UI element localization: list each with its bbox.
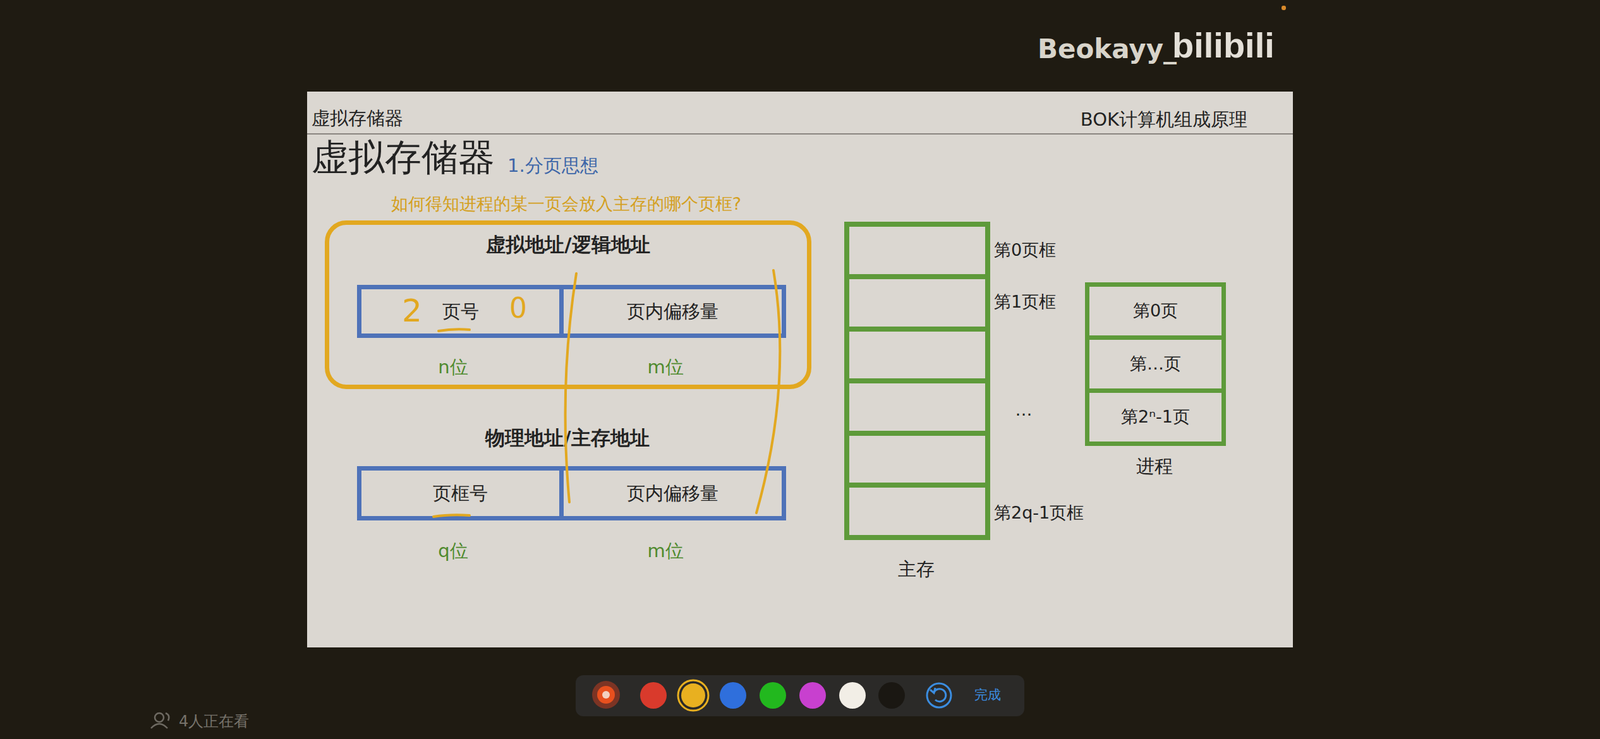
ellipsis: … [1015,400,1033,421]
node-text: 页内偏移量 [626,482,719,505]
address-field: 页内偏移量 [559,466,787,521]
frame-label: 第1页框 [993,291,1056,313]
process-page: 第2ⁿ-1页 [1084,388,1226,447]
address-field: 页内偏移量 [559,284,787,339]
bit-width: m位 [647,540,684,563]
section-label: 1.分页思想 [507,154,599,177]
question-text: 如何得知进程的某一页会放入主存的哪个页框? [391,193,742,215]
node-text: 页框号 [432,482,488,505]
slide-header: 虚拟存储器 [311,107,404,130]
course-name: BOK计算机组成原理 [1080,108,1248,131]
bit-width: n位 [437,356,468,379]
address-field: 页号 [357,284,564,339]
node-text: 第0页 [1133,300,1178,322]
pen-number: 0 [509,291,528,326]
memory-caption: 主存 [897,558,935,581]
frame-label: 第2q-1页框 [993,503,1084,524]
status-dot [1281,5,1286,11]
channel-name: Beokayy_ [1037,33,1177,66]
frame-label: 第0页框 [993,240,1056,261]
viewer-count: 4人正在看 [178,712,249,732]
pen-arc [756,270,780,514]
main-memory-column [846,224,988,538]
slide-title: 虚拟存储器 [311,135,495,181]
address-field: 页框号 [357,466,564,521]
section-heading: 物理地址/主存地址 [485,426,649,450]
node-text: 虚拟地址/逻辑地址 [485,233,650,257]
pen-underline [438,329,470,332]
process-caption: 进程 [1136,455,1173,478]
bit-width: m位 [647,356,684,379]
viewer-icon [151,713,169,729]
virtual-address-region: 虚拟地址/逻辑地址页号 页内偏移量 [324,220,812,390]
drawing-toolbar [575,675,1025,717]
node-text: 页号 [442,300,479,323]
pen-number: 2 [401,291,423,330]
node-text: 第2ⁿ-1页 [1121,406,1190,428]
site-logo: bilibili [1172,24,1275,67]
node-text: 第…页 [1129,353,1182,375]
process-page: 第…页 [1084,335,1226,394]
toolbar-button: 完成 [974,687,1001,704]
bit-width: q位 [437,540,468,563]
node-text: 页内偏移量 [626,300,719,323]
header-rule [307,133,1293,135]
process-page: 第0页 [1084,282,1226,340]
